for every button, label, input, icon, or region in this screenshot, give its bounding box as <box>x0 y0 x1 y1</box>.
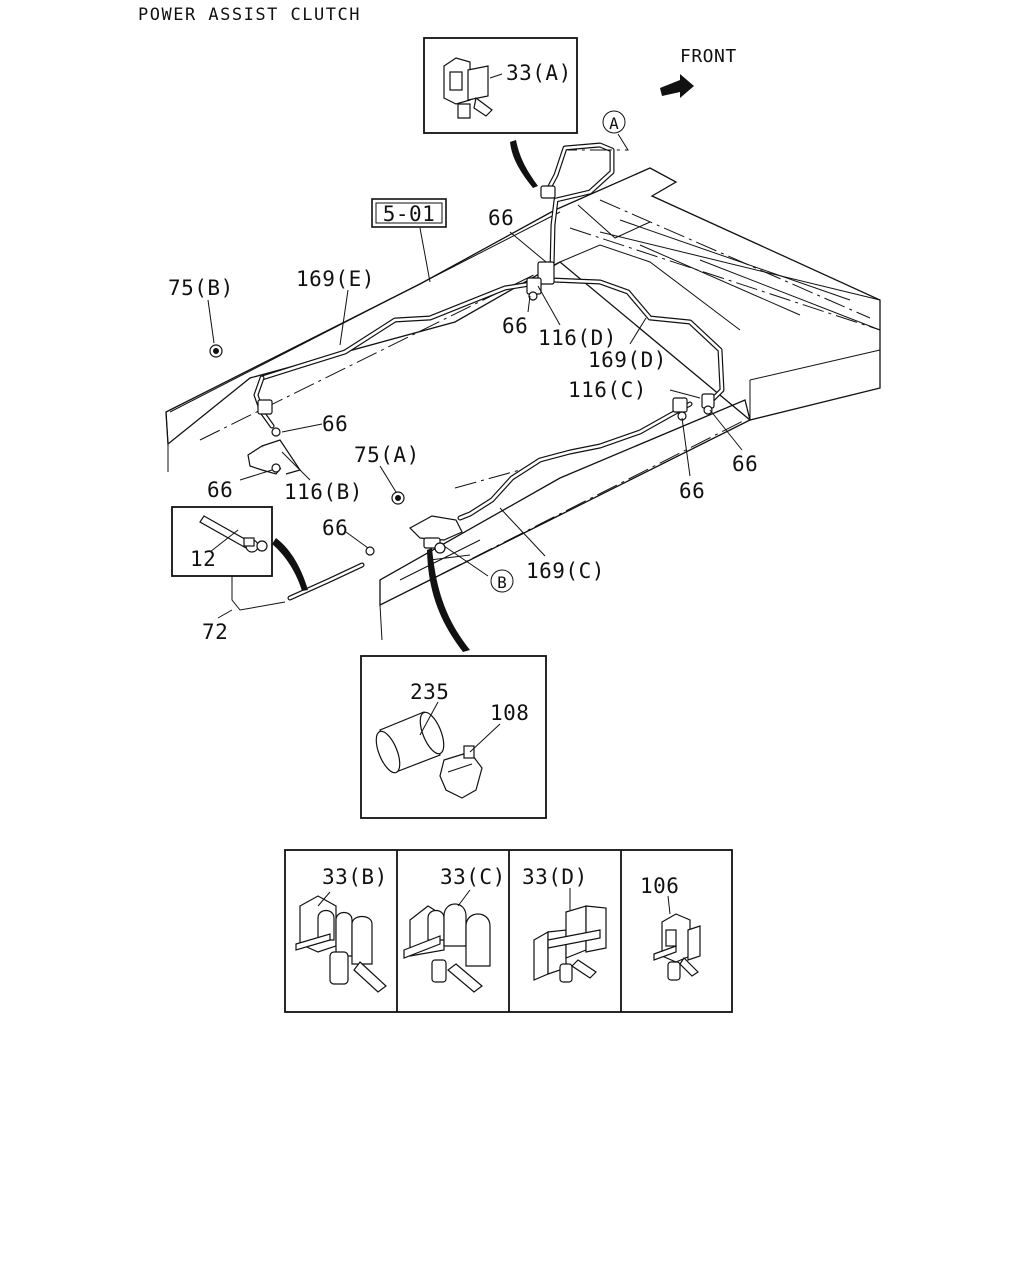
label-66-lower: 66 <box>322 516 348 540</box>
part-12-drawing <box>199 515 268 553</box>
grommet-75b <box>209 344 223 358</box>
clip-33a-drawing <box>443 57 493 119</box>
label-116b: 116(B) <box>284 480 363 504</box>
svg-text:5-01: 5-01 <box>383 202 436 226</box>
clip-33b-drawing <box>295 895 387 993</box>
diagram-title: POWER ASSIST CLUTCH <box>138 5 361 25</box>
sleeve-235-drawing <box>375 711 445 774</box>
leader-arrow-235 <box>427 548 470 652</box>
label-33d: 33(D) <box>522 865 588 889</box>
label-169c: 169(C) <box>526 559 605 583</box>
clip-33d-drawing <box>533 905 607 983</box>
detail-box-12 <box>171 506 273 577</box>
label-66-top: 66 <box>488 206 514 230</box>
leader-arrow-33a <box>510 140 538 188</box>
leader-lines <box>207 133 743 619</box>
svg-text:A: A <box>609 114 619 133</box>
clip-116c <box>672 393 715 421</box>
pipe-169c <box>457 401 693 521</box>
label-33b: 33(B) <box>322 865 388 889</box>
clamp-108-drawing <box>439 745 483 799</box>
pipe-169e <box>253 275 547 429</box>
label-33a: 33(A) <box>506 61 572 85</box>
svg-text:B: B <box>497 573 507 592</box>
clip-116d <box>526 185 556 301</box>
frame-rail-lower <box>379 399 751 641</box>
label-33c: 33(C) <box>440 865 506 889</box>
front-arrow-icon <box>660 74 694 98</box>
front-label: FRONT <box>680 46 737 67</box>
label-72: 72 <box>202 620 228 644</box>
leader-arrow-12 <box>272 538 308 591</box>
connector-b-fitting <box>409 515 489 577</box>
label-75b: 75(B) <box>168 276 234 300</box>
detail-box-33a <box>423 37 578 134</box>
clip-table <box>284 849 733 1013</box>
label-66-bottom-left: 66 <box>207 478 233 502</box>
label-235: 235 <box>410 680 449 704</box>
label-169e: 169(E) <box>296 267 375 291</box>
label-116c: 116(C) <box>568 378 647 402</box>
clip-106-drawing <box>653 913 701 981</box>
label-106: 106 <box>640 874 679 898</box>
callout-a: A <box>602 110 626 134</box>
label-66-left: 66 <box>322 412 348 436</box>
hose-72 <box>287 562 365 601</box>
grommet-75a <box>391 491 405 505</box>
label-66-right-lower: 66 <box>679 479 705 503</box>
detail-box-235-108 <box>360 655 547 819</box>
label-116d: 116(D) <box>538 326 617 350</box>
clip-116b <box>247 399 301 475</box>
label-108: 108 <box>490 701 529 725</box>
pipe-169d <box>545 142 725 403</box>
fitting-66-lower <box>365 546 375 556</box>
label-12: 12 <box>190 547 216 571</box>
label-75a: 75(A) <box>354 443 420 467</box>
ref-box-5-01: 5-01 <box>371 198 447 228</box>
clip-33c-drawing <box>403 903 491 993</box>
callout-b: B <box>490 569 514 593</box>
label-66-right: 66 <box>732 452 758 476</box>
label-66-mid: 66 <box>502 314 528 338</box>
label-169d: 169(D) <box>588 348 667 372</box>
